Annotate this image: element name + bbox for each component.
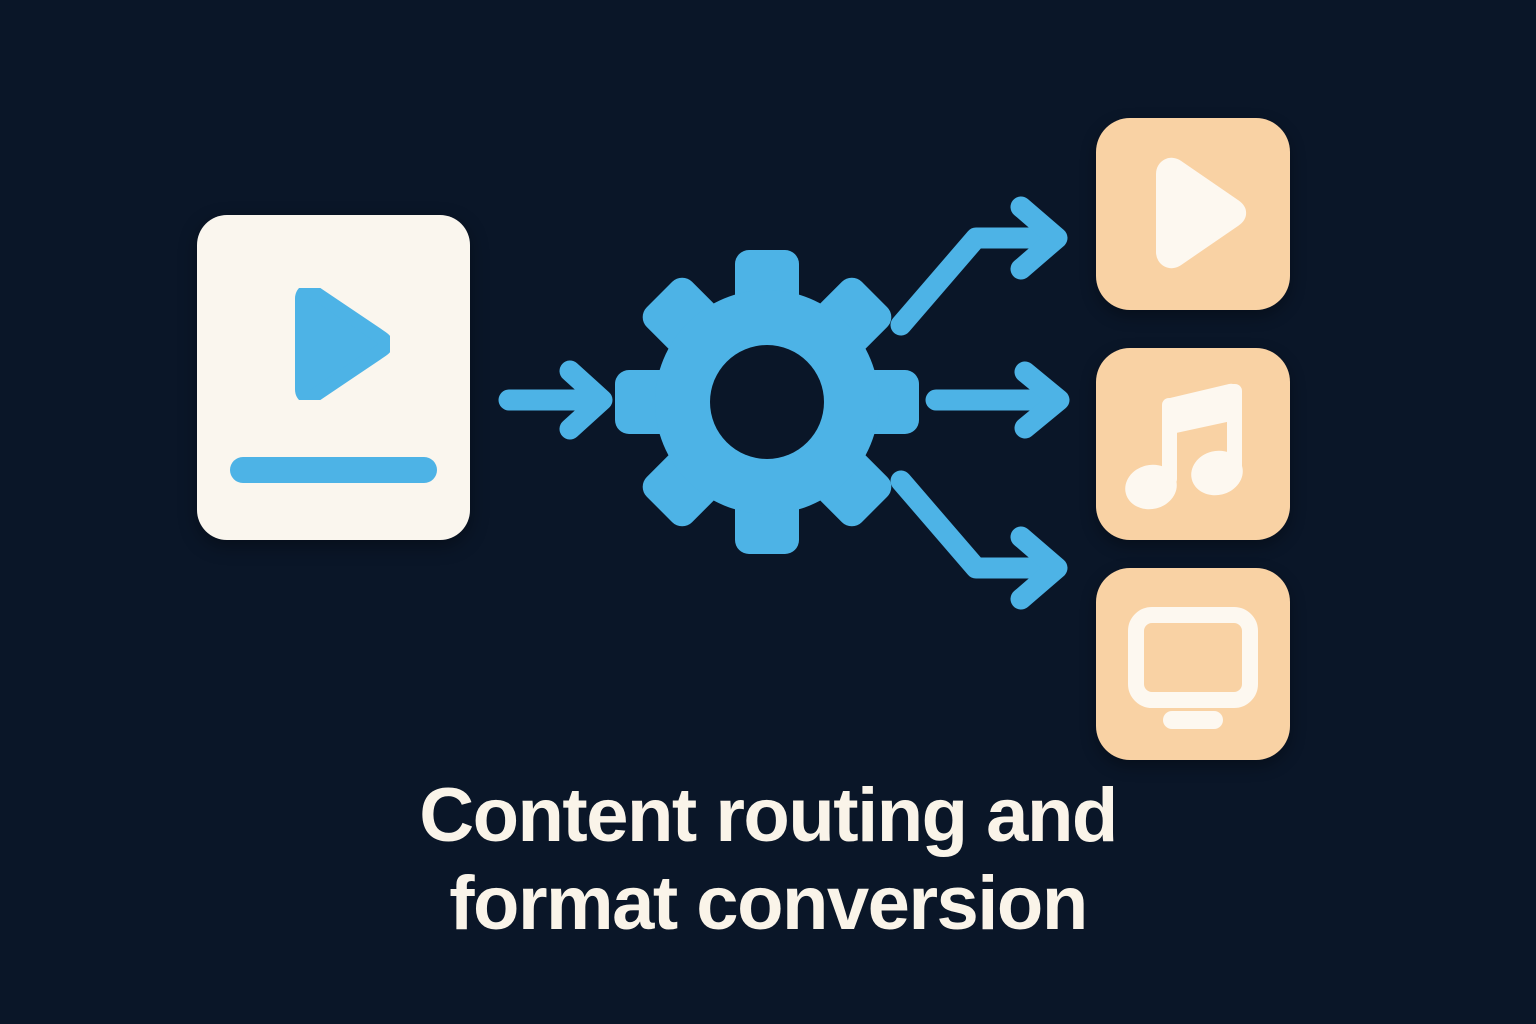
output-arrow-bottom [890,470,1068,610]
display-output-tile [1096,568,1290,760]
gear-processor [612,247,922,557]
input-arrow [498,360,613,440]
progress-bar [230,457,437,483]
output-arrow-middle [925,361,1070,439]
monitor-icon [1128,607,1258,729]
output-arrow-top [890,196,1068,336]
music-note-icon [1125,383,1243,510]
play-icon [295,288,390,400]
source-media-card [197,215,470,540]
play-icon [1156,157,1247,269]
caption-line-1: Content routing and [419,773,1118,858]
gear-icon [615,250,919,554]
video-output-tile [1096,118,1290,310]
audio-output-tile [1096,348,1290,540]
page-title: Content routing and format conversion [0,772,1536,948]
caption-line-2: format conversion [449,861,1088,947]
